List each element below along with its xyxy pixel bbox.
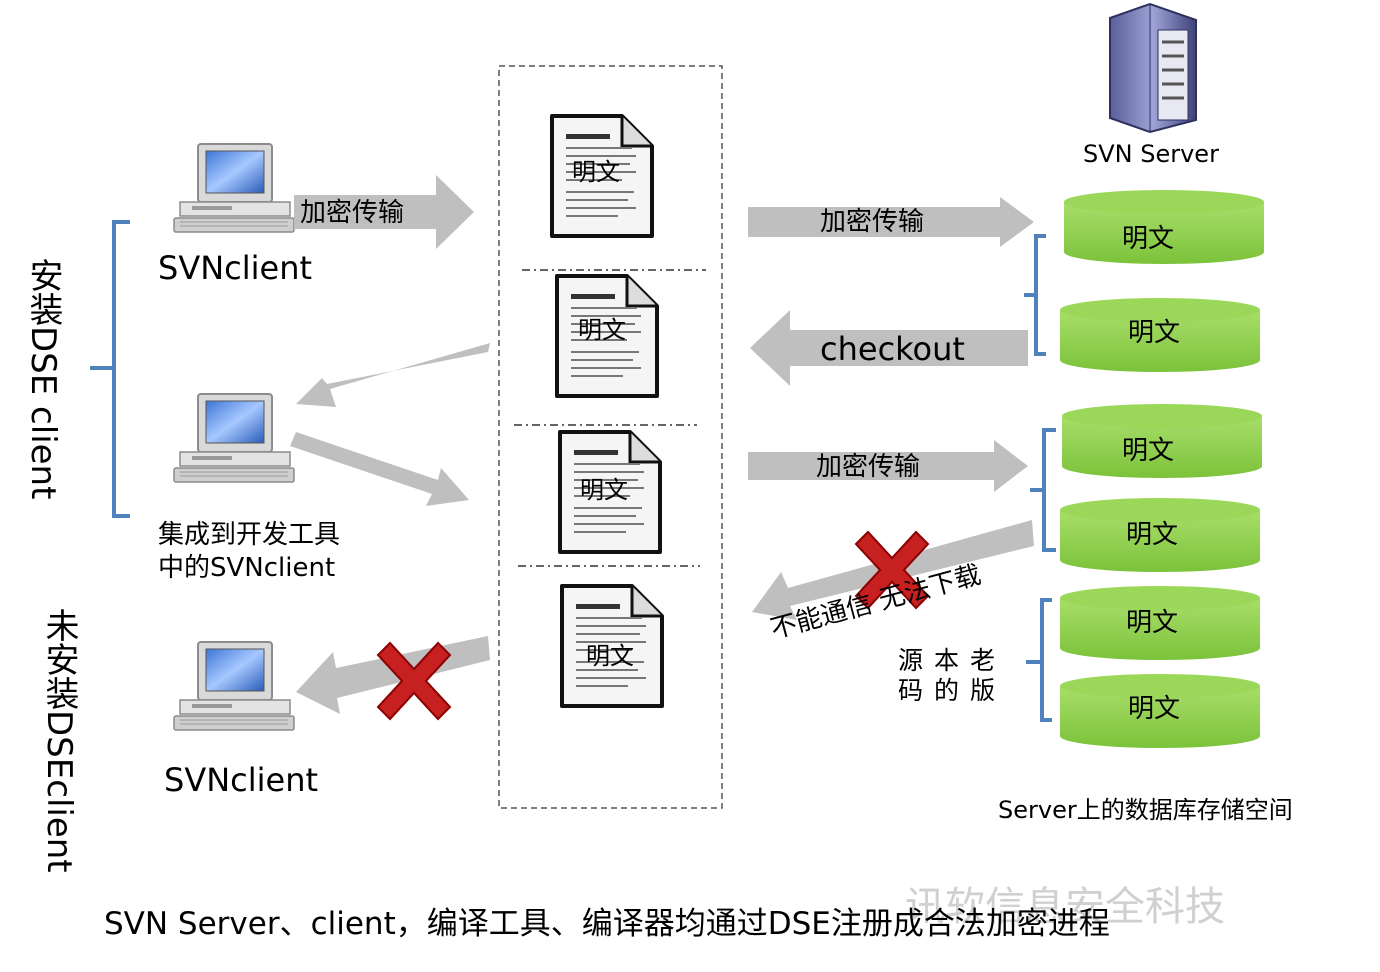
old-source-char: 本 [934,646,960,675]
client-label-integrated-line1: 集成到开发工具 [158,520,341,550]
caption: SVN Server、client，编译工具、编译器均通过DSE注册成合法加密进… [104,906,1110,942]
arrow-checkout [750,310,1028,386]
server-label: SVN Server [1083,140,1219,168]
bracket-storage-2 [1030,428,1056,552]
cylinder-label: 明文 [1122,224,1175,254]
old-source-char: 源 [898,646,924,675]
arrow-to-integrated-client [296,343,490,407]
desktop-computer-icon [173,143,295,233]
server-tower-icon [1109,2,1197,134]
document-container [498,65,723,809]
cylinder-label: 明文 [1126,520,1179,550]
watermark: 讯软信息安全科技 [905,884,1225,930]
arrow-from-integrated-client [290,432,469,506]
client-label-bottom: SVNclient [164,761,319,799]
desktop-computer-icon [173,641,295,731]
arrow-label-encrypt-left: 加密传输 [300,198,405,228]
old-source-char: 码 [898,676,924,705]
document-label: 明文 [572,158,620,186]
arrow-encrypt-upload-right-top [748,197,1034,247]
arrow-label-encrypt-right-top: 加密传输 [820,207,925,237]
group-label-installed: 安装DSE client [23,258,63,500]
client-label-top: SVNclient [158,249,313,287]
cylinder-label: 明文 [1128,694,1181,724]
bracket-storage-1 [1024,234,1046,356]
cylinder-label: 明文 [1128,318,1181,348]
arrow-encrypt-upload-left [294,175,474,249]
arrow-label-checkout: checkout [820,330,965,368]
document-label: 明文 [586,642,634,670]
document-label: 明文 [580,476,628,504]
old-source-char: 老 [970,646,996,675]
client-label-integrated-line2: 中的SVNclient [158,553,336,583]
group-label-not-installed: 未安装DSEclient [39,608,79,873]
arrow-encrypt-upload-right-mid [748,440,1028,492]
storage-label: Server上的数据库存储空间 [998,796,1293,824]
old-source-char: 版 [970,676,996,705]
bracket-installed [90,220,130,518]
cylinder-label: 明文 [1122,436,1175,466]
bracket-storage-3 [1026,598,1052,722]
cylinder-label: 明文 [1126,608,1179,638]
document-label: 明文 [578,316,626,344]
desktop-computer-icon [173,393,295,483]
arrow-label-encrypt-right-mid: 加密传输 [816,452,921,482]
old-source-char: 的 [934,676,960,705]
